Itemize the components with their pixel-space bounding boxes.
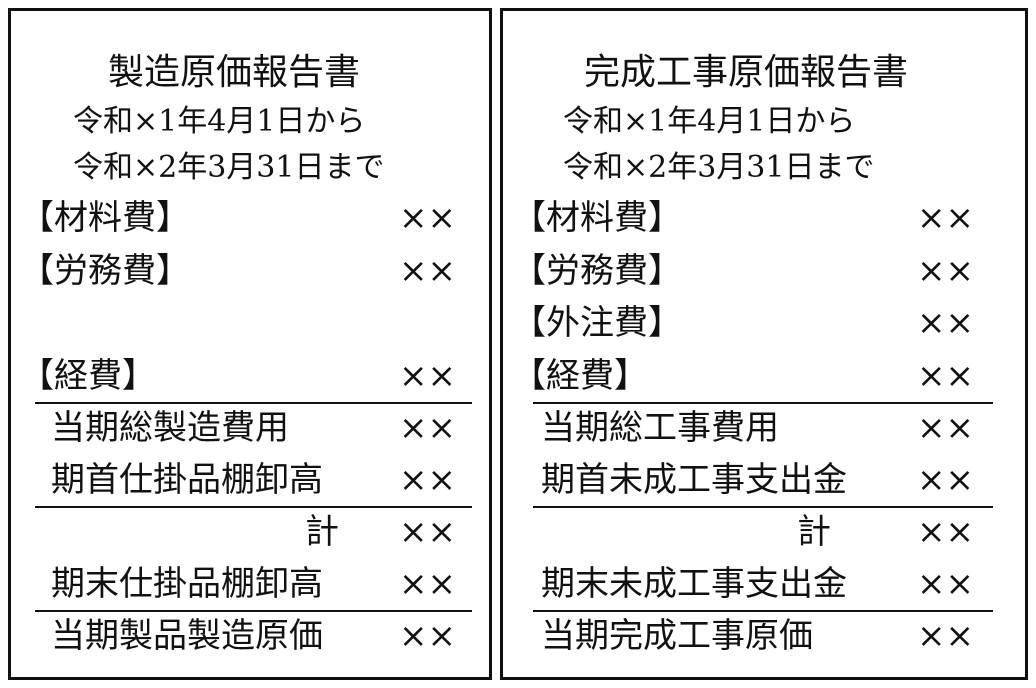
subtotal-value: ××: [399, 512, 456, 552]
divider-line: [533, 506, 993, 508]
subtotal-label: 計: [305, 512, 339, 552]
divider-line: [533, 610, 993, 612]
period-to: 令和×2年3月31日まで: [563, 150, 875, 185]
closing-wip-value: ××: [917, 564, 974, 604]
item-labor-label: 【労務費】: [512, 251, 682, 291]
divider-line: [533, 402, 993, 404]
divider-line: [35, 402, 472, 404]
total-cost-value: ××: [917, 408, 974, 448]
total-cost-value: ××: [399, 408, 456, 448]
result-value: ××: [399, 616, 456, 656]
divider-line: [35, 506, 472, 508]
period-from: 令和×1年4月1日から: [563, 104, 856, 139]
closing-wip-value: ××: [399, 564, 456, 604]
closing-wip-label: 期末未成工事支出金: [541, 564, 847, 604]
opening-wip-label: 期首未成工事支出金: [541, 460, 847, 500]
item-expense-label: 【経費】: [20, 356, 156, 396]
period-to: 令和×2年3月31日まで: [73, 150, 385, 185]
opening-wip-value: ××: [917, 460, 974, 500]
opening-wip-label: 期首仕掛品棚卸高: [51, 460, 323, 500]
item-expense-label: 【経費】: [512, 356, 648, 396]
item-material-label: 【材料費】: [20, 198, 190, 238]
item-labor-label: 【労務費】: [20, 251, 190, 291]
item-expense-value: ××: [917, 356, 974, 396]
item-labor-value: ××: [917, 251, 974, 291]
result-value: ××: [917, 616, 974, 656]
period-from: 令和×1年4月1日から: [73, 104, 366, 139]
total-cost-label: 当期総製造費用: [51, 408, 289, 448]
result-label: 当期完成工事原価: [541, 616, 813, 656]
subtotal-label: 計: [797, 512, 831, 552]
item-material-label: 【材料費】: [512, 198, 682, 238]
item-labor-value: ××: [399, 251, 456, 291]
closing-wip-label: 期末仕掛品棚卸高: [51, 564, 323, 604]
result-label: 当期製品製造原価: [51, 616, 323, 656]
item-subcontract-label: 【外注費】: [512, 303, 682, 343]
item-material-value: ××: [917, 198, 974, 238]
opening-wip-value: ××: [399, 460, 456, 500]
item-material-value: ××: [399, 198, 456, 238]
manufacturing-cost-report-panel: 製造原価報告書 令和×1年4月1日から 令和×2年3月31日まで 【材料費】 ×…: [8, 8, 492, 680]
item-expense-value: ××: [399, 356, 456, 396]
subtotal-value: ××: [917, 512, 974, 552]
report-title: 製造原価報告書: [108, 52, 361, 93]
construction-cost-report-panel: 完成工事原価報告書 令和×1年4月1日から 令和×2年3月31日まで 【材料費】…: [500, 8, 1028, 680]
report-title: 完成工事原価報告書: [584, 52, 909, 93]
item-subcontract-value: ××: [917, 303, 974, 343]
total-cost-label: 当期総工事費用: [541, 408, 779, 448]
divider-line: [35, 610, 472, 612]
